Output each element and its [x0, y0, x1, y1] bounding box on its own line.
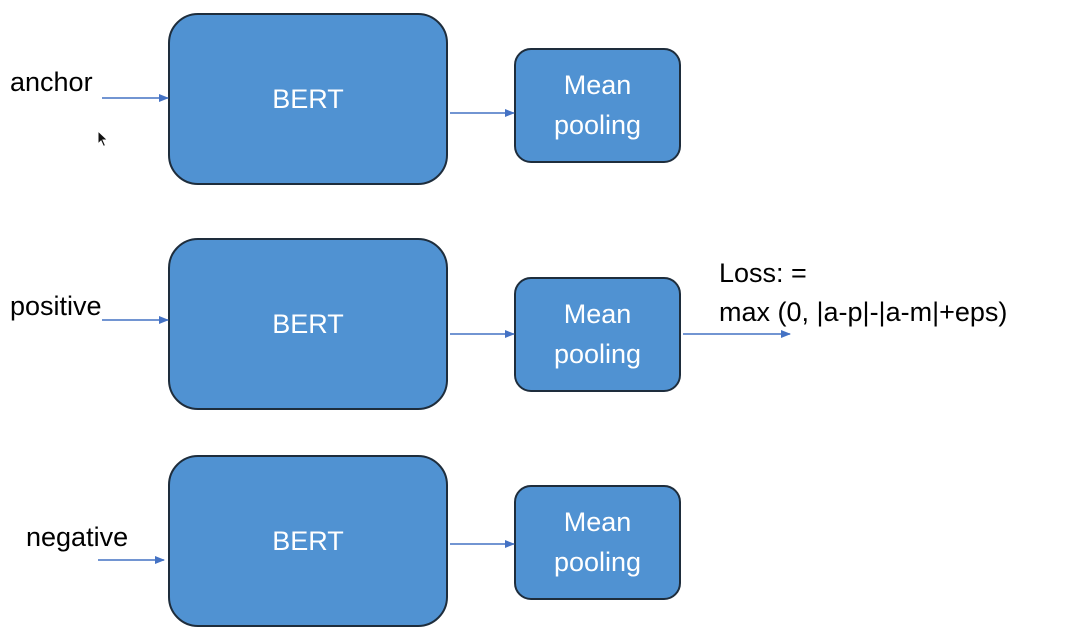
bert-label-positive: BERT: [272, 308, 344, 339]
bert-label-negative: BERT: [272, 525, 344, 556]
bert-box-anchor: BERT: [168, 13, 448, 185]
mean-pooling-box-anchor: Mean pooling: [514, 48, 681, 163]
loss-line1: Loss: =: [719, 258, 807, 288]
mean-pooling-box-negative: Mean pooling: [514, 485, 681, 600]
input-label-negative: negative: [26, 522, 129, 552]
mouse-pointer-icon: [97, 130, 109, 148]
pooling-line2-positive: pooling: [553, 338, 642, 369]
input-label-anchor: anchor: [10, 67, 93, 97]
input-label-positive: positive: [10, 291, 102, 321]
bert-label-anchor: BERT: [272, 83, 344, 114]
pooling-line1-negative: Mean: [563, 507, 632, 538]
pooling-line2-negative: pooling: [553, 546, 642, 577]
pooling-line1-anchor: Mean: [563, 70, 632, 101]
pooling-line2-anchor: pooling: [553, 109, 642, 140]
loss-line2: max (0, |a-p|-|a-m|+eps): [719, 297, 1008, 328]
loss-formula: Loss: = max (0, |a-p|-|a-m|+eps): [719, 254, 1007, 332]
pooling-line1-positive: Mean: [563, 299, 632, 330]
bert-box-negative: BERT: [168, 455, 448, 627]
bert-box-positive: BERT: [168, 238, 448, 410]
mean-pooling-box-positive: Mean pooling: [514, 277, 681, 392]
